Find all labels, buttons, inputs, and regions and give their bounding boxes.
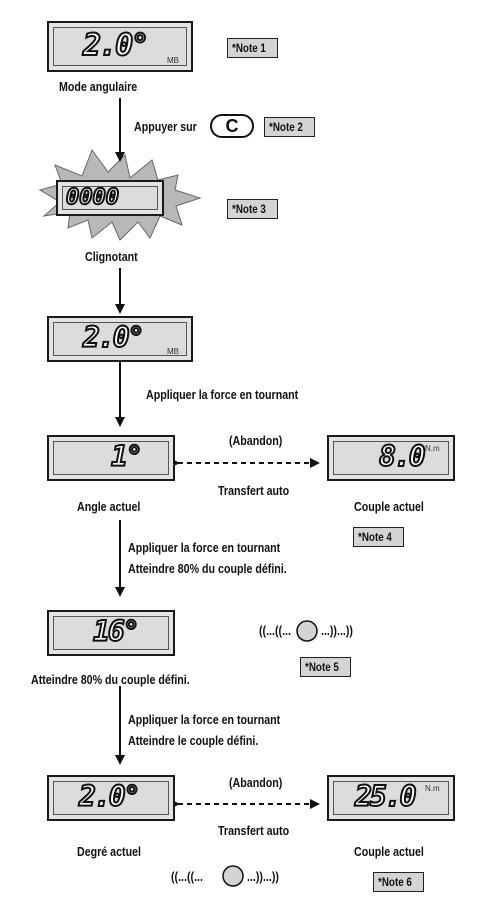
- lcd-value: 16°: [92, 615, 141, 648]
- note-4-badge: *Note 4: [353, 527, 405, 547]
- lcd-unit: N.m: [425, 444, 440, 453]
- beep-circle-2: [222, 865, 244, 887]
- angle-actual-label: Angle actuel: [77, 499, 141, 514]
- note-5-badge: *Note 5: [300, 657, 352, 677]
- lcd-value: 2.0°: [78, 780, 141, 813]
- beep-right-1: ...))...)): [321, 623, 353, 638]
- lcd-value: 25.0: [354, 780, 417, 813]
- reach-80-label-2: Atteindre 80% du couple défini.: [128, 561, 287, 576]
- lcd-display-8: 25.0 N.m: [327, 775, 455, 821]
- lcd-display-4: 1°: [47, 435, 175, 481]
- lcd-value: 8.0: [378, 440, 427, 473]
- transfer-label-2: Transfert auto: [218, 823, 290, 838]
- reach-80-label: Atteindre 80% du couple défini.: [31, 672, 190, 687]
- lcd-display-2: 0000: [56, 180, 164, 216]
- abandon-label-2: (Abandon): [229, 775, 283, 790]
- apply-force-label-2: Appliquer la force en tournant: [128, 540, 281, 555]
- beep-left-2: ((...((...: [171, 869, 203, 884]
- note-3-badge: *Note 3: [227, 199, 279, 219]
- lcd-unit: MB: [167, 347, 179, 356]
- lcd-display-1: 2.0° MB: [47, 21, 193, 72]
- lcd-unit: N.m: [425, 784, 440, 793]
- lcd-display-6: 16°: [47, 610, 175, 656]
- blinking-label: Clignotant: [85, 249, 138, 264]
- press-label: Appuyer sur: [134, 119, 197, 134]
- note-1-badge: *Note 1: [227, 38, 279, 58]
- beep-right-2: ...))...)): [247, 869, 279, 884]
- torque-actual-label-1: Couple actuel: [354, 499, 424, 514]
- degree-actual-label: Degré actuel: [77, 844, 141, 859]
- mode-label: Mode angulaire: [59, 79, 138, 94]
- abandon-label-1: (Abandon): [229, 433, 283, 448]
- lcd-value: 2.0°: [82, 28, 150, 63]
- lcd-value: 1°: [110, 440, 144, 473]
- lcd-display-5: 8.0 N.m: [327, 435, 455, 481]
- lcd-display-3: 2.0° MB: [47, 316, 193, 362]
- lcd-value: 0000: [65, 185, 120, 210]
- note-2-badge: *Note 2: [264, 117, 316, 137]
- lcd-display-7: 2.0°: [47, 775, 175, 821]
- reach-torque-label: Atteindre le couple défini.: [128, 733, 259, 748]
- transfer-label-1: Transfert auto: [218, 483, 290, 498]
- lcd-value: 2.0°: [82, 321, 145, 354]
- beep-circle-1: [296, 620, 318, 642]
- apply-force-label-1: Appliquer la force en tournant: [146, 387, 299, 402]
- beep-left-1: ((...((...: [259, 623, 291, 638]
- c-button-icon: C: [210, 114, 254, 138]
- lcd-unit: MB: [167, 56, 179, 65]
- torque-actual-label-2: Couple actuel: [354, 844, 424, 859]
- apply-force-label-3: Appliquer la force en tournant: [128, 712, 281, 727]
- note-6-badge: *Note 6: [373, 872, 425, 892]
